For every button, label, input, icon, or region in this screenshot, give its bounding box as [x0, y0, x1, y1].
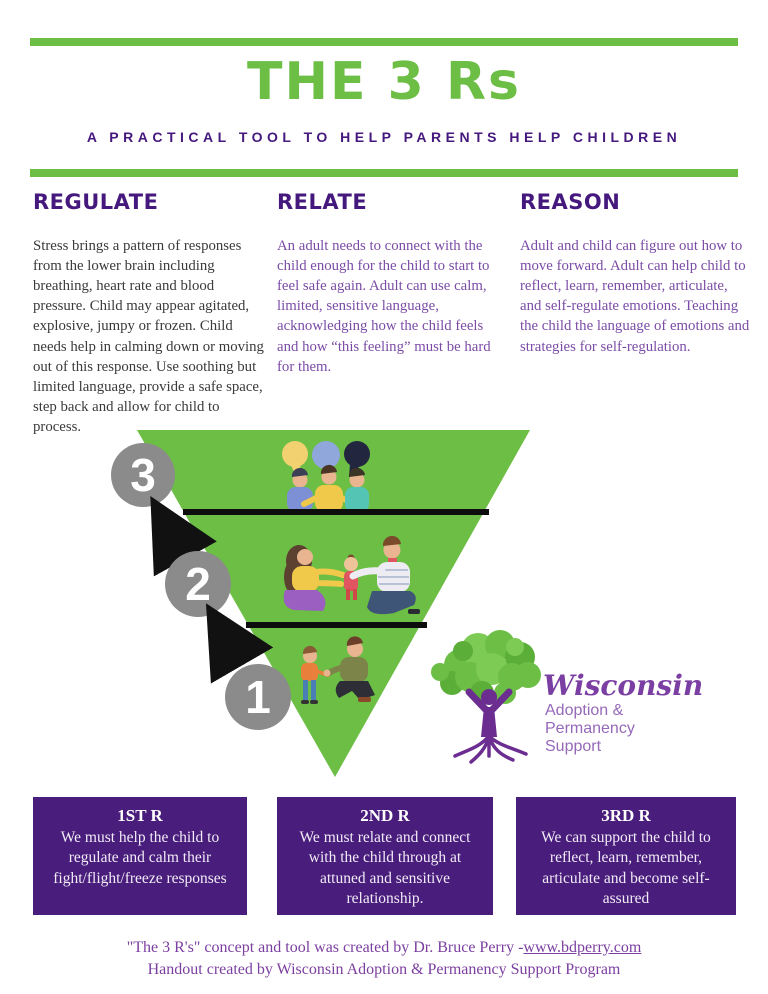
step-2-marker: 2: [165, 551, 231, 617]
wisconsin-aps-logo: Wisconsin Adoption & Permanency Support: [431, 630, 703, 764]
box-1-body: We must help the child to regulate and c…: [53, 829, 227, 887]
relate-heading: RELATE: [277, 190, 368, 214]
regulate-body: Stress brings a pattern of responses fro…: [33, 238, 264, 435]
reason-body: Adult and child can figure out how to mo…: [520, 238, 750, 355]
bdperry-link[interactable]: www.bdperry.com: [523, 939, 642, 956]
step-1-marker: 1: [225, 664, 291, 730]
reason-heading: REASON: [520, 190, 621, 214]
column-relate: RELATE An adult needs to connect with th…: [277, 190, 503, 377]
step-2-label: 2: [185, 558, 211, 610]
logo-wordmark: Wisconsin: [543, 669, 703, 702]
top-divider-bar: [30, 38, 738, 46]
header-divider-bar: [30, 169, 738, 177]
step-3-marker: 3: [111, 443, 175, 507]
regulate-heading: REGULATE: [33, 190, 159, 214]
logo-line-support: Support: [545, 738, 602, 755]
box-3-body: We can support the child to reflect, lea…: [541, 829, 711, 908]
family-illustration: [283, 535, 420, 615]
logo-tree-icon: [431, 630, 541, 764]
page-title: THE 3 Rs: [247, 52, 521, 112]
kneeling-adult-child-illustration: [301, 636, 375, 704]
summary-box-2nd-r: 2ND R We must relate and connect with th…: [277, 797, 493, 915]
pyramid-graphic: 3 2 1: [111, 430, 703, 777]
talking-group-illustration: [282, 441, 370, 512]
arrow-2-to-3: [150, 496, 217, 577]
logo-line-permanency: Permanency: [545, 720, 635, 737]
step-3-label: 3: [130, 449, 156, 501]
box-2-body: We must relate and connect with the chil…: [299, 829, 471, 908]
arrow-1-to-2: [205, 603, 274, 684]
footer-credit-text: "The 3 R's" concept and tool was created…: [126, 939, 524, 956]
summary-box-3rd-r: 3RD R We can support the child to reflec…: [516, 797, 736, 915]
step-1-label: 1: [245, 671, 271, 723]
column-reason: REASON Adult and child can figure out ho…: [520, 190, 750, 357]
box-2-title: 2ND R: [360, 806, 410, 825]
summary-box-1st-r: 1ST R We must help the child to regulate…: [33, 797, 247, 915]
box-3-title: 3RD R: [601, 806, 651, 825]
footer-credits: "The 3 R's" concept and tool was created…: [0, 937, 768, 982]
footer-line-1: "The 3 R's" concept and tool was created…: [0, 937, 768, 959]
footer-line-2: Handout created by Wisconsin Adoption & …: [147, 961, 621, 979]
inverted-triangle: [137, 430, 530, 777]
logo-line-adoption: Adoption &: [545, 702, 624, 719]
column-regulate: REGULATE Stress brings a pattern of resp…: [33, 190, 266, 437]
relate-body: An adult needs to connect with the child…: [277, 238, 491, 375]
box-1-title: 1ST R: [117, 806, 163, 825]
page-subtitle: A PRACTICAL TOOL TO HELP PARENTS HELP CH…: [86, 129, 682, 145]
